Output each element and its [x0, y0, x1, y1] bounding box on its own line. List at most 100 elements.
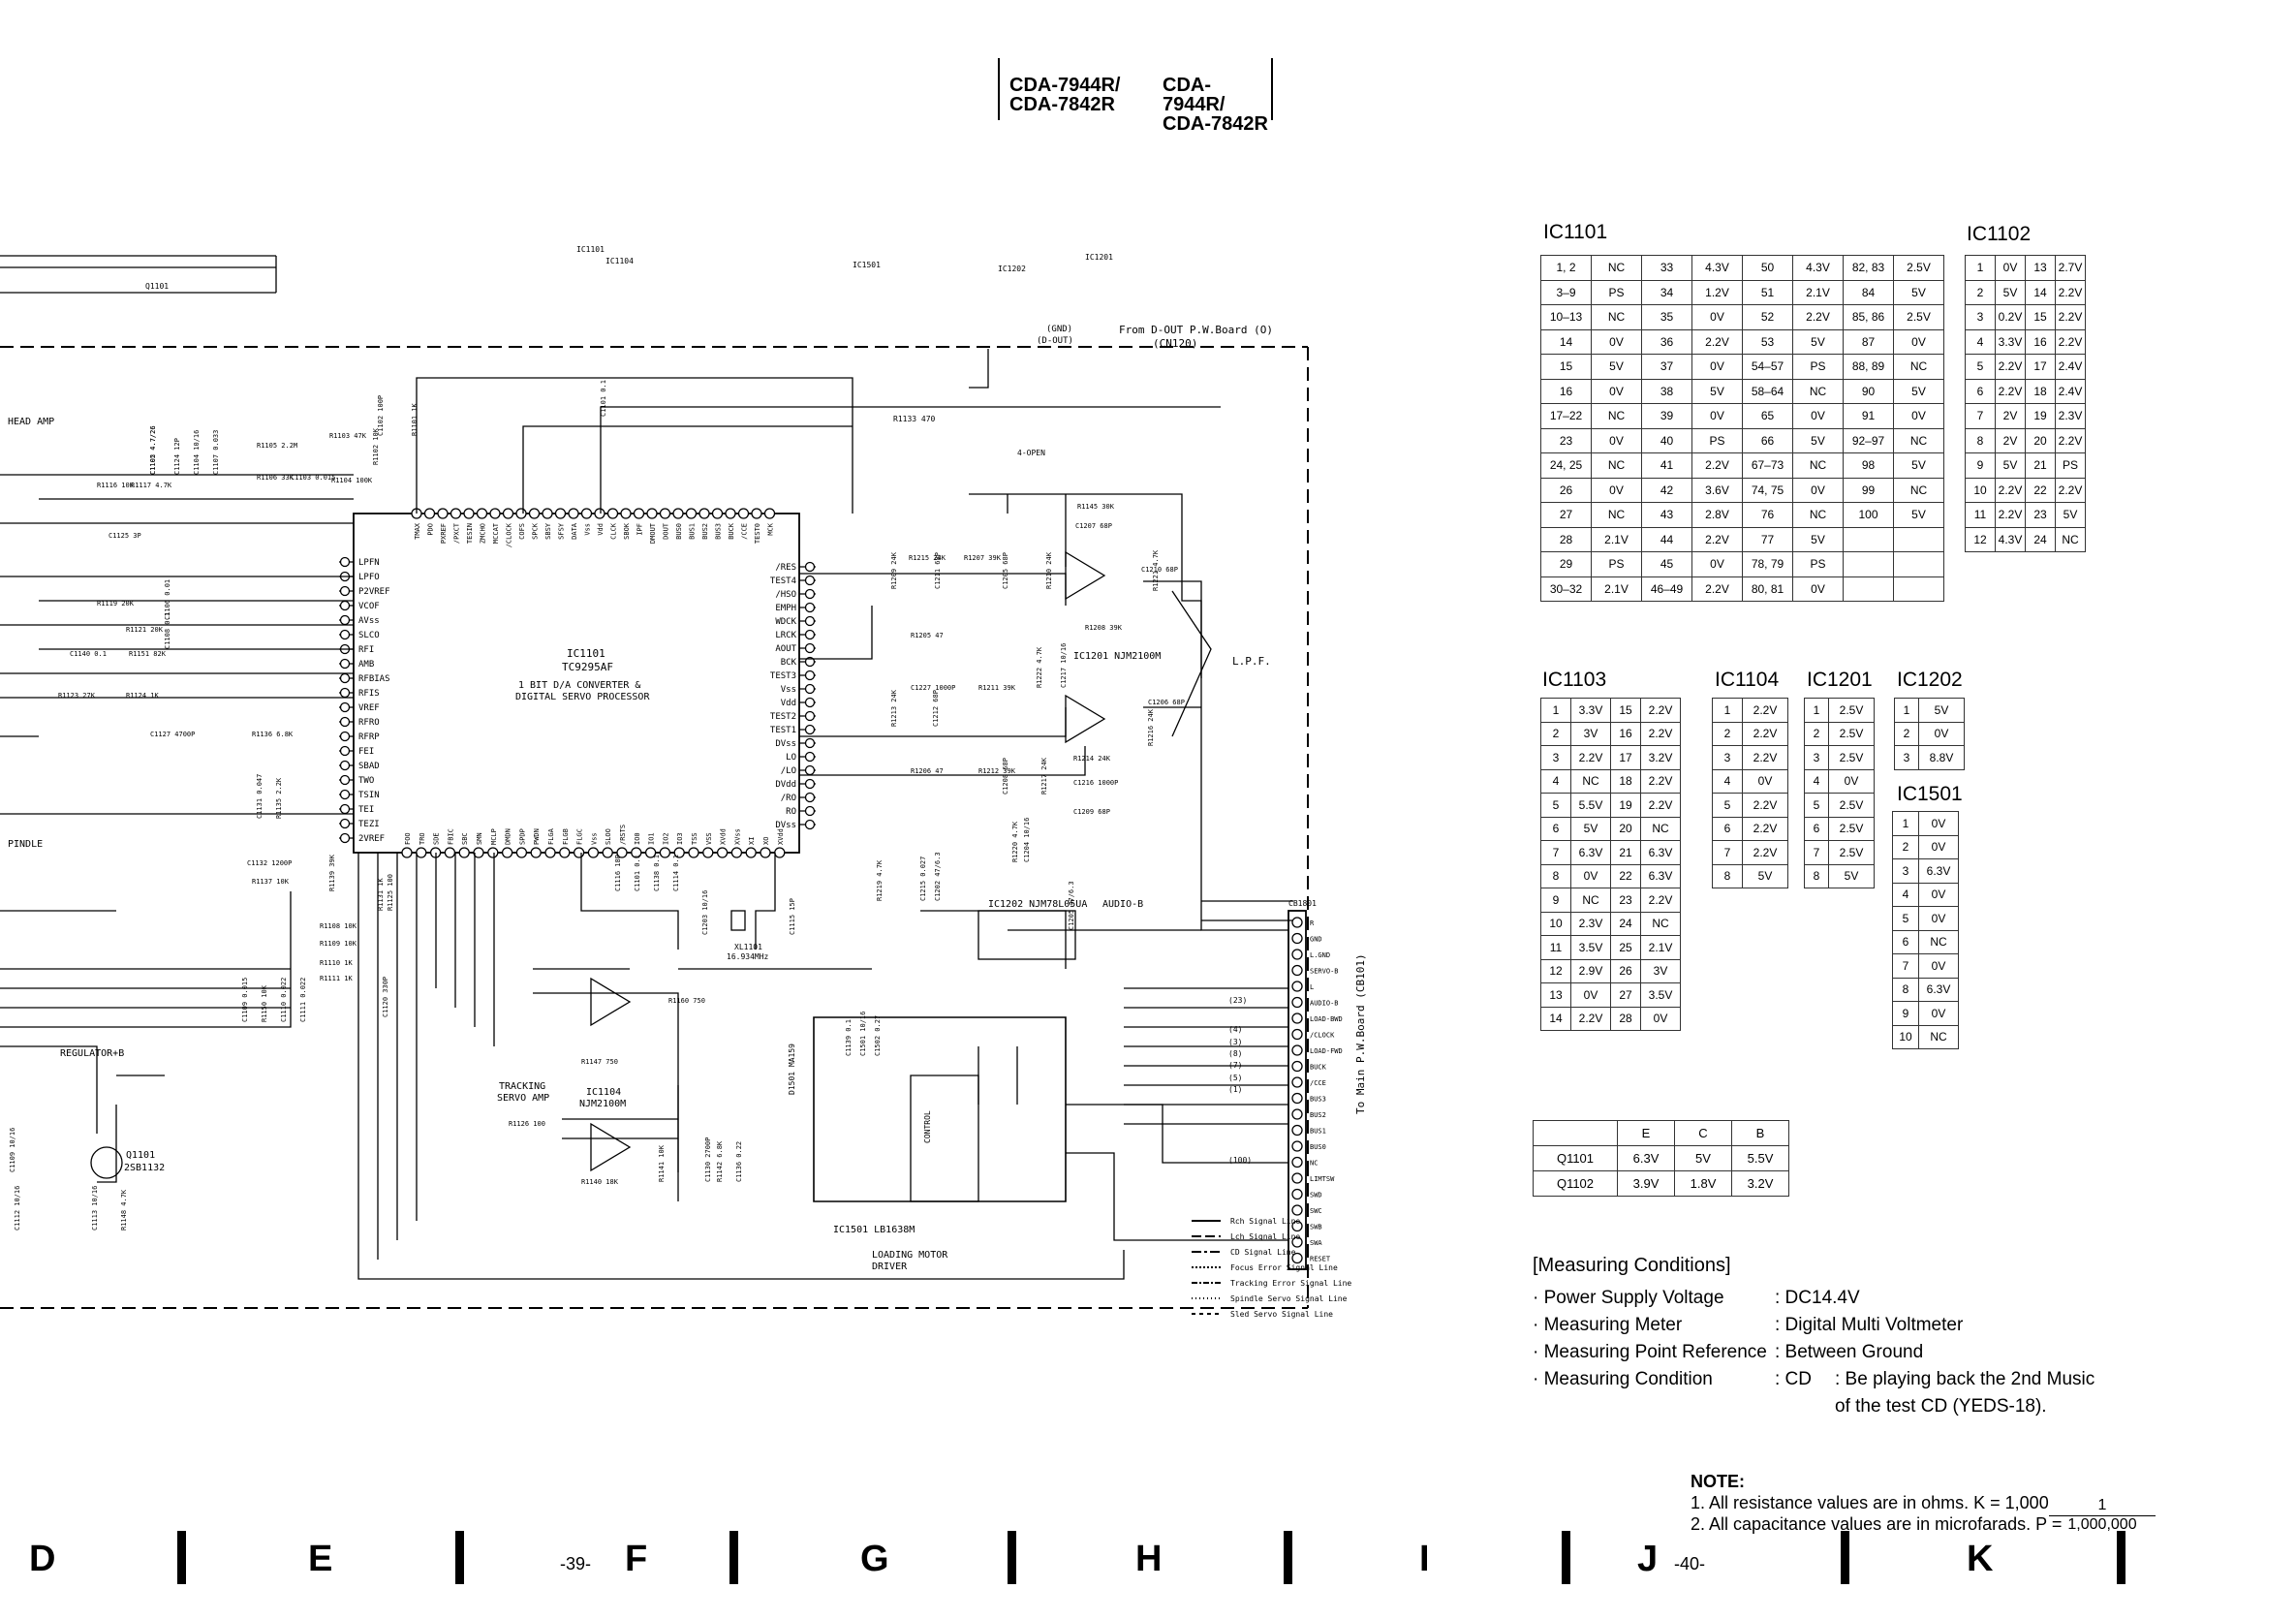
- pin-label: BUCK: [728, 522, 735, 540]
- bus-label: IC1101: [576, 245, 605, 254]
- voltage-cell: 8.8V: [1918, 745, 1965, 770]
- pin-circle: [606, 508, 619, 519]
- pin-circle: [339, 832, 351, 844]
- measuring-item: · Power Supply Voltage: DC14.4V: [1533, 1285, 1860, 1312]
- voltage-cell: 2.2V: [2055, 328, 2086, 355]
- pin-label: Vss: [584, 523, 592, 536]
- component-label: R1126 100: [509, 1120, 545, 1128]
- pin-circle: [458, 847, 470, 858]
- pin-cell: 19: [2025, 403, 2056, 429]
- pin-circle: [339, 600, 351, 611]
- model-header: CDA-7944R/ CDA-7842R CDA-7944R/ CDA-7842…: [998, 58, 1273, 134]
- pin-circle: [573, 847, 585, 858]
- voltage-cell: PS: [1792, 551, 1844, 577]
- pin-cell: 88, 89: [1843, 354, 1894, 380]
- grid-divider: [1008, 1531, 1016, 1584]
- voltage-cell: 0V: [1691, 354, 1743, 380]
- pin-cell: 30–32: [1540, 576, 1592, 602]
- pin-cell: 3: [1892, 858, 1919, 884]
- pin-label: SBOK: [623, 522, 631, 540]
- driver-label: DRIVER: [872, 1262, 908, 1272]
- connector-pin-label: NC: [1310, 1160, 1318, 1168]
- pin-cell: 46–49: [1641, 576, 1692, 602]
- pin-circle: [804, 805, 816, 817]
- voltage-cell: NC: [1792, 452, 1844, 479]
- component-label: R1131 1K: [377, 877, 385, 911]
- pin-cell: 17–22: [1540, 403, 1592, 429]
- component-label: C1113 10/16: [91, 1186, 99, 1231]
- voltage-cell: 2.2V: [2055, 304, 2086, 330]
- fraction-numerator: 1: [2049, 1497, 2156, 1516]
- component-label: C1120 330P: [382, 977, 389, 1017]
- pin-cell: 3: [1540, 745, 1571, 770]
- pin-circle: [463, 508, 475, 519]
- pin-label: TMAX: [414, 522, 421, 540]
- pin-circle: [602, 847, 613, 858]
- voltage-cell: 2.2V: [2055, 279, 2086, 305]
- pin-cell: 9: [1540, 888, 1571, 913]
- pin-label: TEST0: [754, 523, 761, 544]
- voltage-cell: 0V: [1570, 982, 1611, 1008]
- pin-circle: [542, 508, 553, 519]
- voltage-cell: 5V: [1570, 816, 1611, 841]
- pin-label: FEI: [358, 747, 374, 757]
- pin-circle: [339, 818, 351, 829]
- pin-cell: 76: [1742, 502, 1793, 528]
- model-name: CDA-7944R/: [1163, 75, 1226, 115]
- measuring-value: : DC14.4V: [1775, 1288, 1860, 1308]
- pin-circle: [339, 556, 351, 568]
- grid-letter: H: [1135, 1539, 1163, 1579]
- voltage-cell: 2.1V: [1591, 526, 1642, 552]
- pin-cell: 23: [2025, 502, 2056, 528]
- pin-circle: [725, 508, 736, 519]
- pin-cell: 7: [1712, 840, 1743, 865]
- page-footer: D E -39- F G H I J -40- K: [0, 1531, 2296, 1618]
- pin-cell: 51: [1742, 279, 1793, 305]
- pin-circle: [423, 508, 436, 519]
- component-label: C1130 2700P: [704, 1137, 712, 1182]
- fraction-denominator: 1,000,000: [2067, 1516, 2137, 1533]
- pin-label: TSIN: [358, 791, 380, 800]
- component-label: C1136 0.22: [735, 1141, 743, 1182]
- pin-label: SBC: [461, 832, 469, 845]
- component-label: C1210 68P: [1141, 566, 1178, 574]
- pin-label: VCOF: [358, 602, 380, 611]
- voltage-cell: 0V: [1918, 953, 1959, 979]
- measuring-label: · Measuring Point Reference: [1533, 1342, 1767, 1362]
- pin-cell: 18: [2025, 378, 2056, 404]
- component-label: R1103 47K: [329, 432, 367, 440]
- pin-cell: 22: [2025, 477, 2056, 503]
- voltage-cell: 3V: [1570, 721, 1611, 746]
- component-label: C1127 4700P: [150, 731, 195, 738]
- voltage-cell: 2.5V: [1828, 793, 1875, 818]
- ic1103-title: IC1103: [1542, 669, 1607, 691]
- pin-label: FLGB: [562, 828, 570, 845]
- pin-cell: 11: [1540, 935, 1571, 960]
- pin-cell: 85, 86: [1843, 304, 1894, 330]
- voltage-cell: 5V: [1893, 378, 1944, 404]
- pin-label: TEI: [358, 805, 374, 815]
- component-label: R1141 10K: [658, 1144, 666, 1182]
- voltage-cell: 0V: [1918, 906, 1959, 931]
- connector-pin-label: LOAD-FWD: [1310, 1047, 1343, 1055]
- pin-cell: 26: [1540, 477, 1592, 503]
- pin-label: Vss: [590, 832, 598, 845]
- component-label: R1102 10K: [372, 427, 380, 465]
- pin-cell: 11: [1965, 502, 1996, 528]
- pin-cell: 28: [1610, 1006, 1641, 1031]
- pin-label: IPF: [636, 523, 644, 536]
- pin-cell: 17: [2025, 354, 2056, 380]
